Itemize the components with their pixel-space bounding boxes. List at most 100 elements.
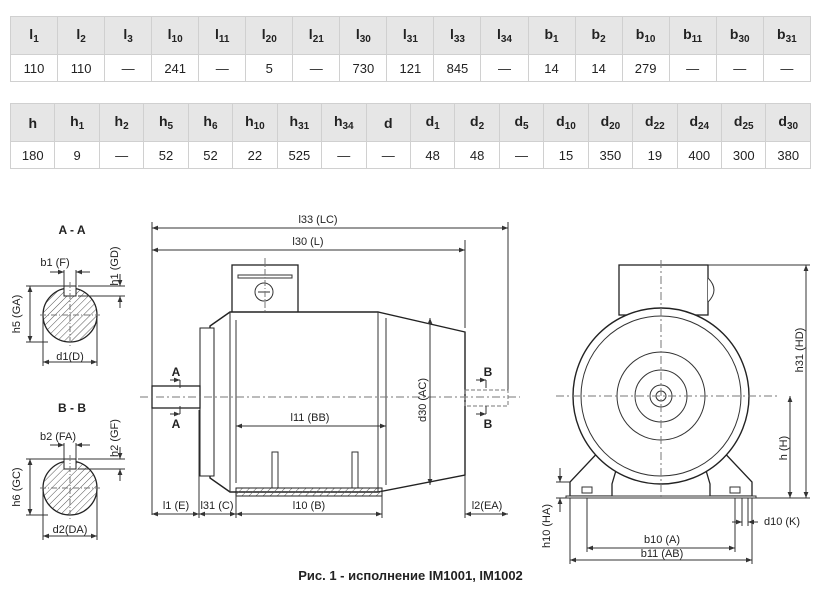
table-cell: 350 (587, 141, 634, 169)
dimension-subscript: 33 (453, 34, 465, 45)
label-l1: l1 (E) (163, 500, 189, 512)
dimension-symbol: l (76, 26, 81, 42)
table-cell: — (292, 54, 341, 82)
column-header: d10 (543, 103, 589, 142)
dimension-subscript: 30 (359, 34, 371, 45)
dimension-symbol: d (645, 113, 654, 129)
table-cell: 525 (276, 141, 323, 169)
dimension-subscript: 20 (609, 121, 621, 132)
column-header: b1 (527, 16, 576, 55)
column-header: d5 (498, 103, 545, 142)
dimension-subscript: 2 (600, 34, 606, 45)
dimension-symbol: d (425, 113, 435, 129)
column-header: l11 (198, 16, 247, 55)
column-header: d1 (409, 103, 456, 142)
label-l2: l2(EA) (472, 500, 503, 512)
dimension-subscript: 2 (80, 34, 86, 45)
column-header: h (9, 103, 56, 142)
dimension-subscript: 30 (738, 34, 750, 45)
label-h6: h6 (GC) (11, 467, 23, 506)
dimension-subscript: 11 (691, 34, 703, 45)
dimension-symbol: l (167, 26, 172, 42)
label-b2: b2 (FA) (40, 431, 76, 443)
column-header: b30 (715, 16, 764, 55)
table-cell: 9 (54, 141, 100, 169)
dimension-symbol: l (308, 26, 313, 42)
dimension-subscript: 1 (553, 34, 559, 45)
dimension-subscript: 10 (253, 121, 265, 132)
dimension-symbol: l (214, 26, 219, 42)
arrow-b-bottom: B (484, 417, 493, 431)
label-h31: h31 (HD) (794, 328, 806, 373)
label-b10: b10 (A) (644, 534, 680, 546)
table-cell: — (498, 141, 545, 169)
dimension-subscript: 30 (786, 121, 799, 132)
label-l33: l33 (LC) (298, 214, 337, 226)
column-header: h5 (143, 103, 189, 142)
label-d10: d10 (K) (764, 516, 800, 528)
table-cell: 121 (386, 54, 435, 82)
table-cell: 845 (433, 54, 482, 82)
dimension-subscript: 24 (698, 121, 710, 132)
column-header: b10 (621, 16, 670, 55)
table-cell: 380 (765, 141, 811, 169)
label-h10: h10 (HA) (541, 504, 553, 548)
dimension-symbol: h (203, 113, 212, 129)
column-header: b31 (762, 16, 812, 55)
dimension-symbol: l (402, 26, 407, 42)
dimension-subscript: 20 (265, 34, 277, 45)
label-d30: d30 (AC) (417, 378, 429, 422)
dimension-symbol: l (123, 26, 128, 42)
dimension-symbol: b (591, 26, 601, 42)
dimension-subscript: 5 (167, 121, 174, 132)
dimension-symbol: d (733, 113, 743, 129)
label-d1: d1(D) (56, 351, 84, 363)
table-cell: — (668, 54, 717, 82)
column-header: l3 (104, 16, 153, 55)
label-h1: h1 (GD) (109, 246, 121, 285)
table-cell: 14 (574, 54, 623, 82)
arrow-a-bottom: A (172, 417, 181, 431)
table-cell: — (98, 141, 145, 169)
label-d2: d2(DA) (53, 524, 88, 536)
column-header: l10 (151, 16, 200, 55)
column-header: d30 (765, 103, 811, 142)
dimension-symbol: l (449, 26, 454, 42)
table-cell: 48 (454, 141, 500, 169)
table-cell: — (762, 54, 812, 82)
column-header: h6 (187, 103, 234, 142)
dimension-symbol: h (289, 113, 299, 129)
label-l10: l10 (B) (293, 500, 325, 512)
table-cell: 19 (632, 141, 678, 169)
dimension-subscript: 1 (434, 121, 440, 132)
label-b11: b11 (AB) (641, 548, 684, 560)
table-cell: — (198, 54, 247, 82)
column-header: h10 (232, 103, 278, 142)
column-header: d22 (632, 103, 678, 142)
column-header: l1 (9, 16, 59, 55)
dimension-symbol: d (556, 113, 565, 129)
dimension-subscript: 1 (78, 121, 85, 132)
column-header: d (365, 103, 411, 142)
dimension-subscript: 22 (653, 121, 665, 132)
column-header: l2 (57, 16, 106, 55)
figure-caption: Рис. 1 - исполнение IM1001, IM1002 (298, 568, 523, 583)
table-cell: 110 (57, 54, 106, 82)
motor-dimension-drawing: A - A B - B b1 (F) h1 (GD) h5 (GA) d1(D)… (11, 214, 810, 564)
label-h2: h2 (GF) (109, 419, 121, 457)
dimension-symbol: h (245, 113, 254, 129)
dimension-symbol: b (729, 26, 739, 42)
label-l11: l11 (BB) (291, 412, 330, 424)
column-header: h1 (54, 103, 100, 142)
column-header: d2 (454, 103, 500, 142)
section-a-a (26, 269, 125, 366)
column-header: h34 (321, 103, 367, 142)
motor-side-view (140, 222, 520, 518)
table-cell: 5 (245, 54, 294, 82)
dimension-symbol: l (355, 26, 360, 42)
table-cell: 400 (676, 141, 723, 169)
